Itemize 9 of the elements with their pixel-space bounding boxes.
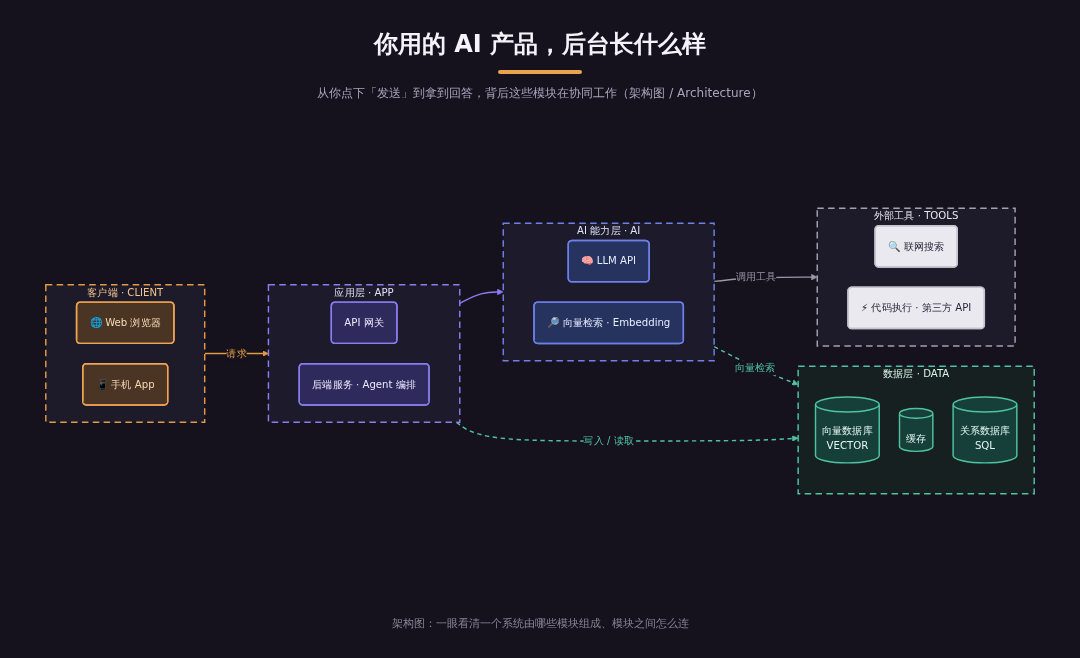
caption: 架构图：一眼看清一个系统由哪些模块组成、模块之间怎么连 bbox=[391, 616, 689, 631]
arrow bbox=[455, 421, 799, 442]
edge-label: 向量检索 bbox=[734, 361, 776, 374]
subtitle: 从你点下「发送」到拿到回答，背后这些模块在协同工作（架构图 / Architecture） bbox=[317, 85, 763, 102]
edge-label: 写入 / 读取 bbox=[583, 434, 634, 447]
edge-label: 调用工具 bbox=[735, 270, 777, 283]
edge-label: 请求 bbox=[226, 347, 247, 359]
arrow bbox=[459, 288, 504, 305]
title: 你用的 AI 产品，后台长什么样 bbox=[373, 29, 707, 60]
